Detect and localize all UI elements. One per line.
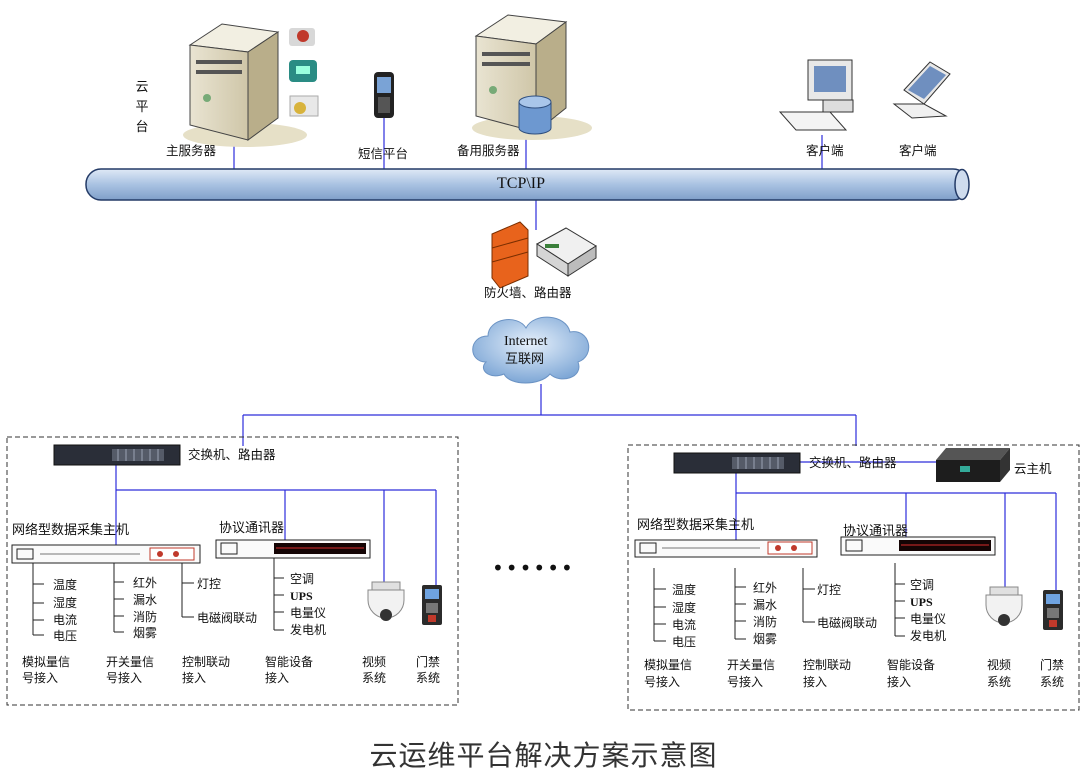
diagram-caption: 云运维平台解决方案示意图 [369,739,718,772]
tcpip-bus [85,168,970,201]
left-cat-switch-2: 号接入 [106,671,143,685]
right-switch-item-2: 漏水 [753,598,778,612]
left-cat-analog-1: 模拟量信 [22,655,71,669]
left-analog-item-2: 湿度 [53,596,78,610]
left-smart-item-2: UPS [290,589,313,603]
right-analog-item-4: 电压 [672,635,697,649]
left-access-icon [422,585,442,625]
left-cat-analog-2: 号接入 [22,671,59,685]
backup-server-icon [472,14,592,140]
left-control-item-1: 灯控 [197,577,222,591]
left-cat-video-1: 视频 [362,655,387,669]
right-protocol-device [840,536,996,556]
left-data-host-label: 网络型数据采集主机 [12,523,130,538]
internet-label: Internet [504,334,548,349]
right-cat-control-2: 接入 [803,675,828,689]
right-switch-icon [673,452,801,474]
right-switch-label: 交换机、路由器 [809,455,897,470]
left-cat-switch-1: 开关量信 [106,655,155,669]
left-switch-item-4: 烟雾 [133,626,158,640]
right-access-icon [1043,590,1063,630]
router-icon [536,227,597,277]
right-switch-item-3: 消防 [753,615,778,629]
firewall-router-label: 防火墙、路由器 [484,285,572,300]
right-cat-smart-1: 智能设备 [887,658,936,672]
sms-platform-label: 短信平台 [358,146,409,161]
right-control-item-1: 灯控 [817,583,842,597]
right-cat-access-1: 门禁 [1040,658,1065,672]
left-cat-smart-2: 接入 [265,671,290,685]
right-camera-icon [985,586,1023,626]
right-data-host-device [634,539,818,558]
left-switch-item-2: 漏水 [133,593,158,607]
right-analog-item-3: 电流 [672,618,697,632]
client-label-2: 客户端 [899,143,937,158]
main-server-icon [183,23,307,147]
left-cat-smart-1: 智能设备 [265,655,314,669]
right-cat-switch-1: 开关量信 [727,658,776,672]
tcpip-label: TCP\IP [497,175,546,192]
right-analog-item-1: 温度 [672,583,697,597]
phone-icon [374,72,394,118]
right-cat-access-2: 系统 [1040,675,1065,689]
left-cat-video-2: 系统 [362,671,387,685]
left-analog-item-4: 电压 [53,629,78,643]
left-analog-item-3: 电流 [53,613,78,627]
left-cat-control-1: 控制联动 [182,655,231,669]
alarm-icons [289,28,319,117]
left-smart-item-3: 电量仪 [290,606,327,620]
left-data-host-device [11,544,201,564]
right-control-item-2: 电磁阀联动 [817,616,878,630]
right-smart-item-3: 电量仪 [910,612,947,626]
left-smart-item-1: 空调 [290,572,315,586]
right-cat-switch-2: 号接入 [727,675,764,689]
cloud-host-label: 云主机 [1014,461,1052,476]
internet-cloud-icon [472,316,590,384]
left-smart-item-4: 发电机 [290,623,327,637]
left-switch-item-1: 红外 [133,576,158,590]
cloud-host-icon [936,448,1010,482]
right-site-box [627,444,1080,711]
laptop-client-icon [892,61,951,119]
right-smart-item-1: 空调 [910,578,935,592]
left-switch-label: 交换机、路由器 [188,447,276,462]
right-cat-control-1: 控制联动 [803,658,852,672]
left-cat-control-2: 接入 [182,671,207,685]
tree-lines [32,558,905,642]
connection-lines [115,118,1057,590]
right-cat-video-2: 系统 [987,675,1012,689]
right-cat-analog-2: 号接入 [644,675,681,689]
right-cat-smart-2: 接入 [887,675,912,689]
right-smart-item-2: UPS [910,595,933,609]
left-protocol-label: 协议通讯器 [219,521,285,536]
internet-cn-label: 互联网 [505,352,545,367]
right-cat-analog-1: 模拟量信 [644,658,693,672]
left-protocol-device [215,539,371,559]
left-cat-access-2: 系统 [416,671,441,685]
firewall-icon [491,221,529,289]
ellipsis: •••••• [492,556,575,580]
left-switch-icon [53,444,181,466]
main-server-label: 主服务器 [166,143,217,158]
right-analog-item-2: 湿度 [672,601,697,615]
left-switch-item-3: 消防 [133,610,158,624]
cloud-platform-label: 云平台 [135,80,149,135]
right-cat-video-1: 视频 [987,658,1012,672]
left-site-box [6,436,459,706]
right-protocol-label: 协议通讯器 [843,524,909,539]
right-switch-item-1: 红外 [753,581,778,595]
client-label-1: 客户端 [806,143,844,158]
left-control-item-2: 电磁阀联动 [197,611,258,625]
backup-server-label: 备用服务器 [457,143,520,158]
desktop-client-icon [778,59,854,131]
right-data-host-label: 网络型数据采集主机 [637,518,755,533]
left-camera-icon [367,581,405,621]
right-switch-item-4: 烟雾 [753,632,778,646]
left-cat-access-1: 门禁 [416,655,441,669]
right-smart-item-4: 发电机 [910,629,947,643]
left-analog-item-1: 温度 [53,578,78,592]
